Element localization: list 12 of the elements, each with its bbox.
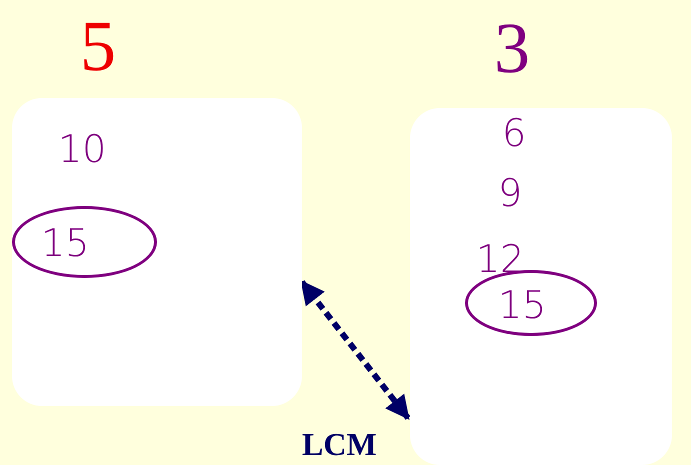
column-heading: 5	[80, 10, 116, 82]
handwritten-number: 6	[502, 114, 526, 152]
handwritten-number: 12	[476, 240, 524, 278]
handwritten-number: 10	[58, 130, 106, 168]
term-label: LCM	[302, 428, 377, 460]
circled-number	[12, 206, 157, 278]
handwritten-number: 15	[498, 286, 546, 324]
column-heading: 3	[494, 12, 530, 84]
handwritten-number: 15	[41, 224, 90, 262]
circled-number	[465, 270, 597, 336]
handwritten-number: 9	[498, 174, 522, 212]
double-headed-arrow	[300, 280, 410, 420]
